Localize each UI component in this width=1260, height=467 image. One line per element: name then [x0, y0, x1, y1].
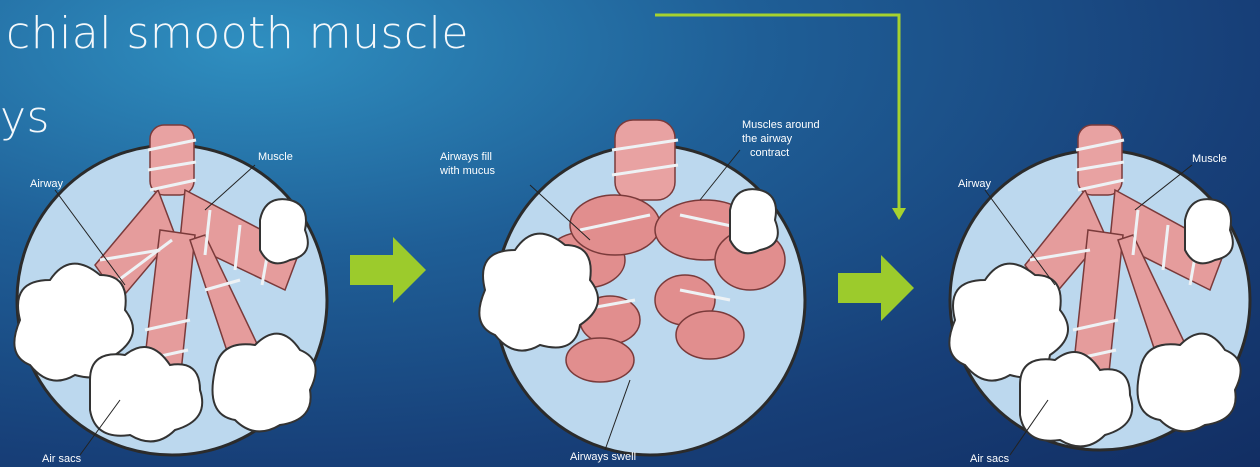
panel-relaxed-airway: Airway Muscle Air sacs [930, 0, 1260, 467]
label-air-sacs-1: Air sacs [42, 453, 82, 465]
label-airways-swell: Airways swell [570, 451, 636, 463]
label-airway-1: Airway [30, 178, 64, 190]
label-muscle-1: Muscle [258, 151, 293, 163]
arrow-right-icon-2 [836, 253, 916, 323]
label-mucus: Airways fillwith mucus [439, 151, 496, 177]
label-muscle-3: Muscle [1192, 153, 1227, 165]
panel-normal-airway: Airway Muscle Air sacs [0, 0, 345, 467]
label-muscles-contract: Muscles aroundthe airwaycontract [742, 119, 820, 159]
label-airway-3: Airway [958, 178, 992, 190]
arrow-right-icon-1 [348, 235, 428, 305]
label-air-sacs-3: Air sacs [970, 453, 1010, 465]
panel-asthma-airway: Airways fillwith mucus Muscles aroundthe… [430, 0, 840, 467]
